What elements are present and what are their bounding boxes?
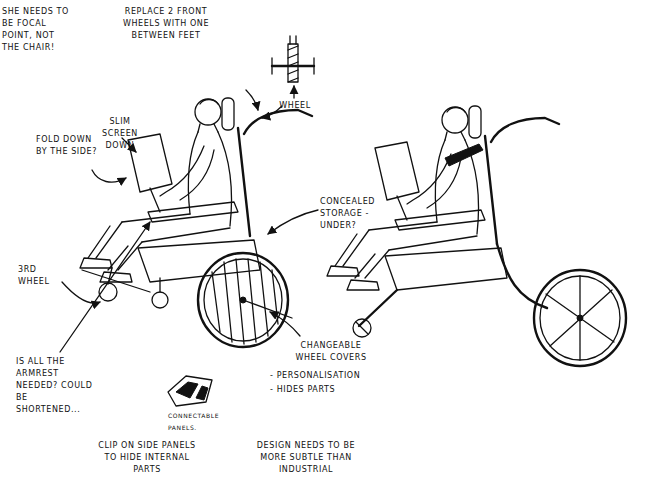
single-front-wheel — [353, 319, 371, 337]
wheel-cover-stripes — [212, 259, 278, 344]
annotation-note: SLIM SCREEN DOWN — [90, 116, 150, 152]
annotation-note: CONNECTABLE PANELS. — [168, 410, 238, 434]
annotation-note: CONCEALED STORAGE - UNDER? — [320, 196, 392, 232]
rear-wheel — [534, 270, 626, 366]
hatching — [288, 46, 298, 82]
leader-lines — [60, 86, 318, 352]
panel-icon — [168, 376, 212, 406]
annotation-note: CLIP ON SIDE PANELS TO HIDE INTERNAL PAR… — [92, 440, 202, 476]
leader-arrow — [270, 312, 300, 336]
annotation-note: SHE NEEDS TO BE FOCAL POINT, NOT THE CHA… — [2, 6, 74, 54]
leader-arrow — [92, 170, 126, 182]
wheel-symbol — [272, 36, 314, 82]
leader-arrow — [62, 282, 100, 303]
annotation-note: CHANGEABLE WHEEL COVERS — [284, 340, 378, 364]
panel-shading — [176, 382, 198, 398]
wheel-hatched — [288, 44, 298, 82]
annotation-note: FOLD DOWN BY THE SIDE? — [36, 134, 102, 158]
annotation-note: REPLACE 2 FRONT WHEELS WITH ONE BETWEEN … — [120, 6, 212, 42]
cover-stripe — [212, 259, 278, 344]
annotation-note: - HIDES PARTS — [270, 384, 380, 396]
chest-strap — [445, 144, 483, 166]
leader-arrow — [246, 90, 258, 110]
front-frame — [359, 290, 397, 326]
annotation-note: DESIGN NEEDS TO BE MORE SUBTLE THAN INDU… — [250, 440, 362, 476]
leader-arrow — [293, 86, 294, 98]
fork — [290, 36, 296, 44]
annotation-note: WHEEL — [270, 100, 320, 112]
front-wheel-detail — [356, 322, 368, 334]
annotation-note: - PERSONALISATION — [270, 370, 390, 382]
footrest — [82, 270, 150, 292]
annotation-note: IS ALL THE ARMREST NEEDED? COULD BE SHOR… — [16, 356, 94, 416]
leader-arrow — [60, 222, 150, 352]
panel-shading — [196, 386, 208, 400]
wheel-spokes — [546, 276, 614, 360]
axle — [272, 65, 314, 67]
leader-arrow — [268, 210, 318, 234]
hub — [577, 315, 583, 321]
front-caster — [152, 292, 168, 308]
axle-line — [243, 300, 292, 318]
panel-outline — [168, 376, 212, 406]
hand-rim — [540, 276, 620, 360]
leader-arrow — [262, 106, 282, 118]
left-figure — [80, 98, 312, 282]
annotation-note: 3RD WHEEL — [18, 264, 66, 288]
side-frame — [497, 244, 547, 308]
